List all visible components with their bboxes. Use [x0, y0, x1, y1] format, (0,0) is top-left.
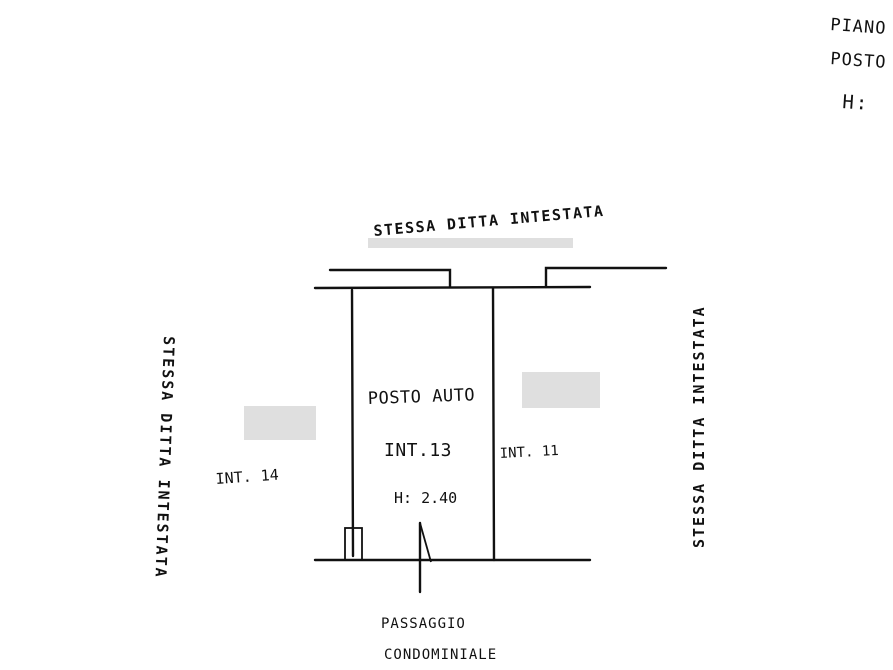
- pillar: [344, 527, 363, 561]
- top-wall: [313, 285, 592, 290]
- room-number: INT.13: [384, 440, 452, 461]
- right-unit-label: INT. 11: [499, 443, 559, 462]
- room-height: H: 2.40: [394, 489, 457, 507]
- corner-note-line1: PIANO: [830, 15, 887, 39]
- right-wall: [491, 286, 496, 562]
- passage-label-line1: PASSAGGIO: [381, 616, 466, 632]
- top-neighbor-label: STESSA DITTA INTESTATA: [373, 202, 605, 240]
- faint-mark-right: [522, 372, 600, 408]
- left-neighbor-label: STESSA DITTA INTESTATA: [152, 336, 178, 579]
- passage-label-line2: CONDOMINIALE: [384, 647, 497, 663]
- entrance-arrow-head: [419, 522, 432, 563]
- left-wall: [350, 288, 355, 558]
- faint-mark-left: [244, 406, 316, 440]
- top-wall-stub-left: [328, 268, 452, 289]
- corner-note-line3: H:: [842, 91, 870, 115]
- room-title: POSTO AUTO: [367, 385, 475, 409]
- right-neighbor-label: STESSA DITTA INTESTATA: [690, 305, 708, 548]
- faint-mark-top: [368, 238, 573, 248]
- corner-note-line2: POSTO: [830, 49, 887, 73]
- top-wall-stub-right: [544, 266, 668, 289]
- left-unit-label: INT. 14: [215, 466, 279, 488]
